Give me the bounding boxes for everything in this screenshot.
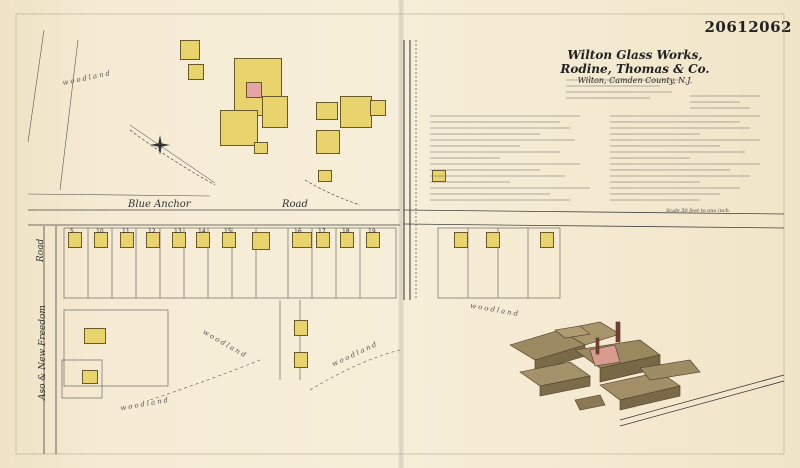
dwelling [366,232,380,248]
dwelling [84,328,106,344]
road-label-road: Road [282,199,308,210]
lot-number: 10 [96,228,104,235]
lot-number: 15 [224,228,232,235]
scale-note: Scale 50 feet to one inch. [666,208,731,214]
dwelling [540,232,554,248]
title-line2: Rodine, Thomas & Co. [560,62,710,76]
dwelling [146,232,160,248]
dwelling [294,320,308,336]
lot-number: 18 [342,228,350,235]
factory-building [220,110,258,146]
title-location: Wilton, Camden County, N.J. [577,76,693,85]
compass-rose [129,124,216,184]
factory-building [316,102,338,120]
factory-building [262,96,288,128]
factory-building [370,100,386,116]
dwelling [294,352,308,368]
lot-number: 12 [148,228,156,235]
factory-building [188,64,204,80]
title-line1: Wilton Glass Works, [567,48,703,62]
dwelling [196,232,210,248]
dwelling [82,370,98,384]
factory-building [180,40,200,60]
dwelling [94,232,108,248]
road-label-blue-anchor: Blue Anchor [128,199,191,210]
lot-number: 14 [198,228,206,235]
lot-number: 5 [70,228,74,235]
page-fold [398,0,404,468]
title-block: Wilton Glass Works, Rodine, Thomas & Co.… [540,48,730,85]
dwelling [486,232,500,248]
dwelling [454,232,468,248]
dwelling [316,232,330,248]
outbuilding [254,142,268,154]
outbuilding [318,170,332,182]
lot-number: 13 [174,228,182,235]
lot-number: 17 [318,228,326,235]
sheet-id: 20612062 [704,18,792,36]
dwelling [222,232,236,248]
factory-building [340,96,372,128]
lot-number: 16 [294,228,302,235]
furnace-building [246,82,262,98]
dwelling [292,232,312,248]
dwelling [172,232,186,248]
lot-number: 19 [368,228,376,235]
lot-lines [61,227,561,399]
lot-number: 11 [122,228,130,235]
dwelling [252,232,270,250]
dwelling [120,232,134,248]
dwelling [340,232,354,248]
factory-building [316,130,340,154]
dwelling [68,232,82,248]
